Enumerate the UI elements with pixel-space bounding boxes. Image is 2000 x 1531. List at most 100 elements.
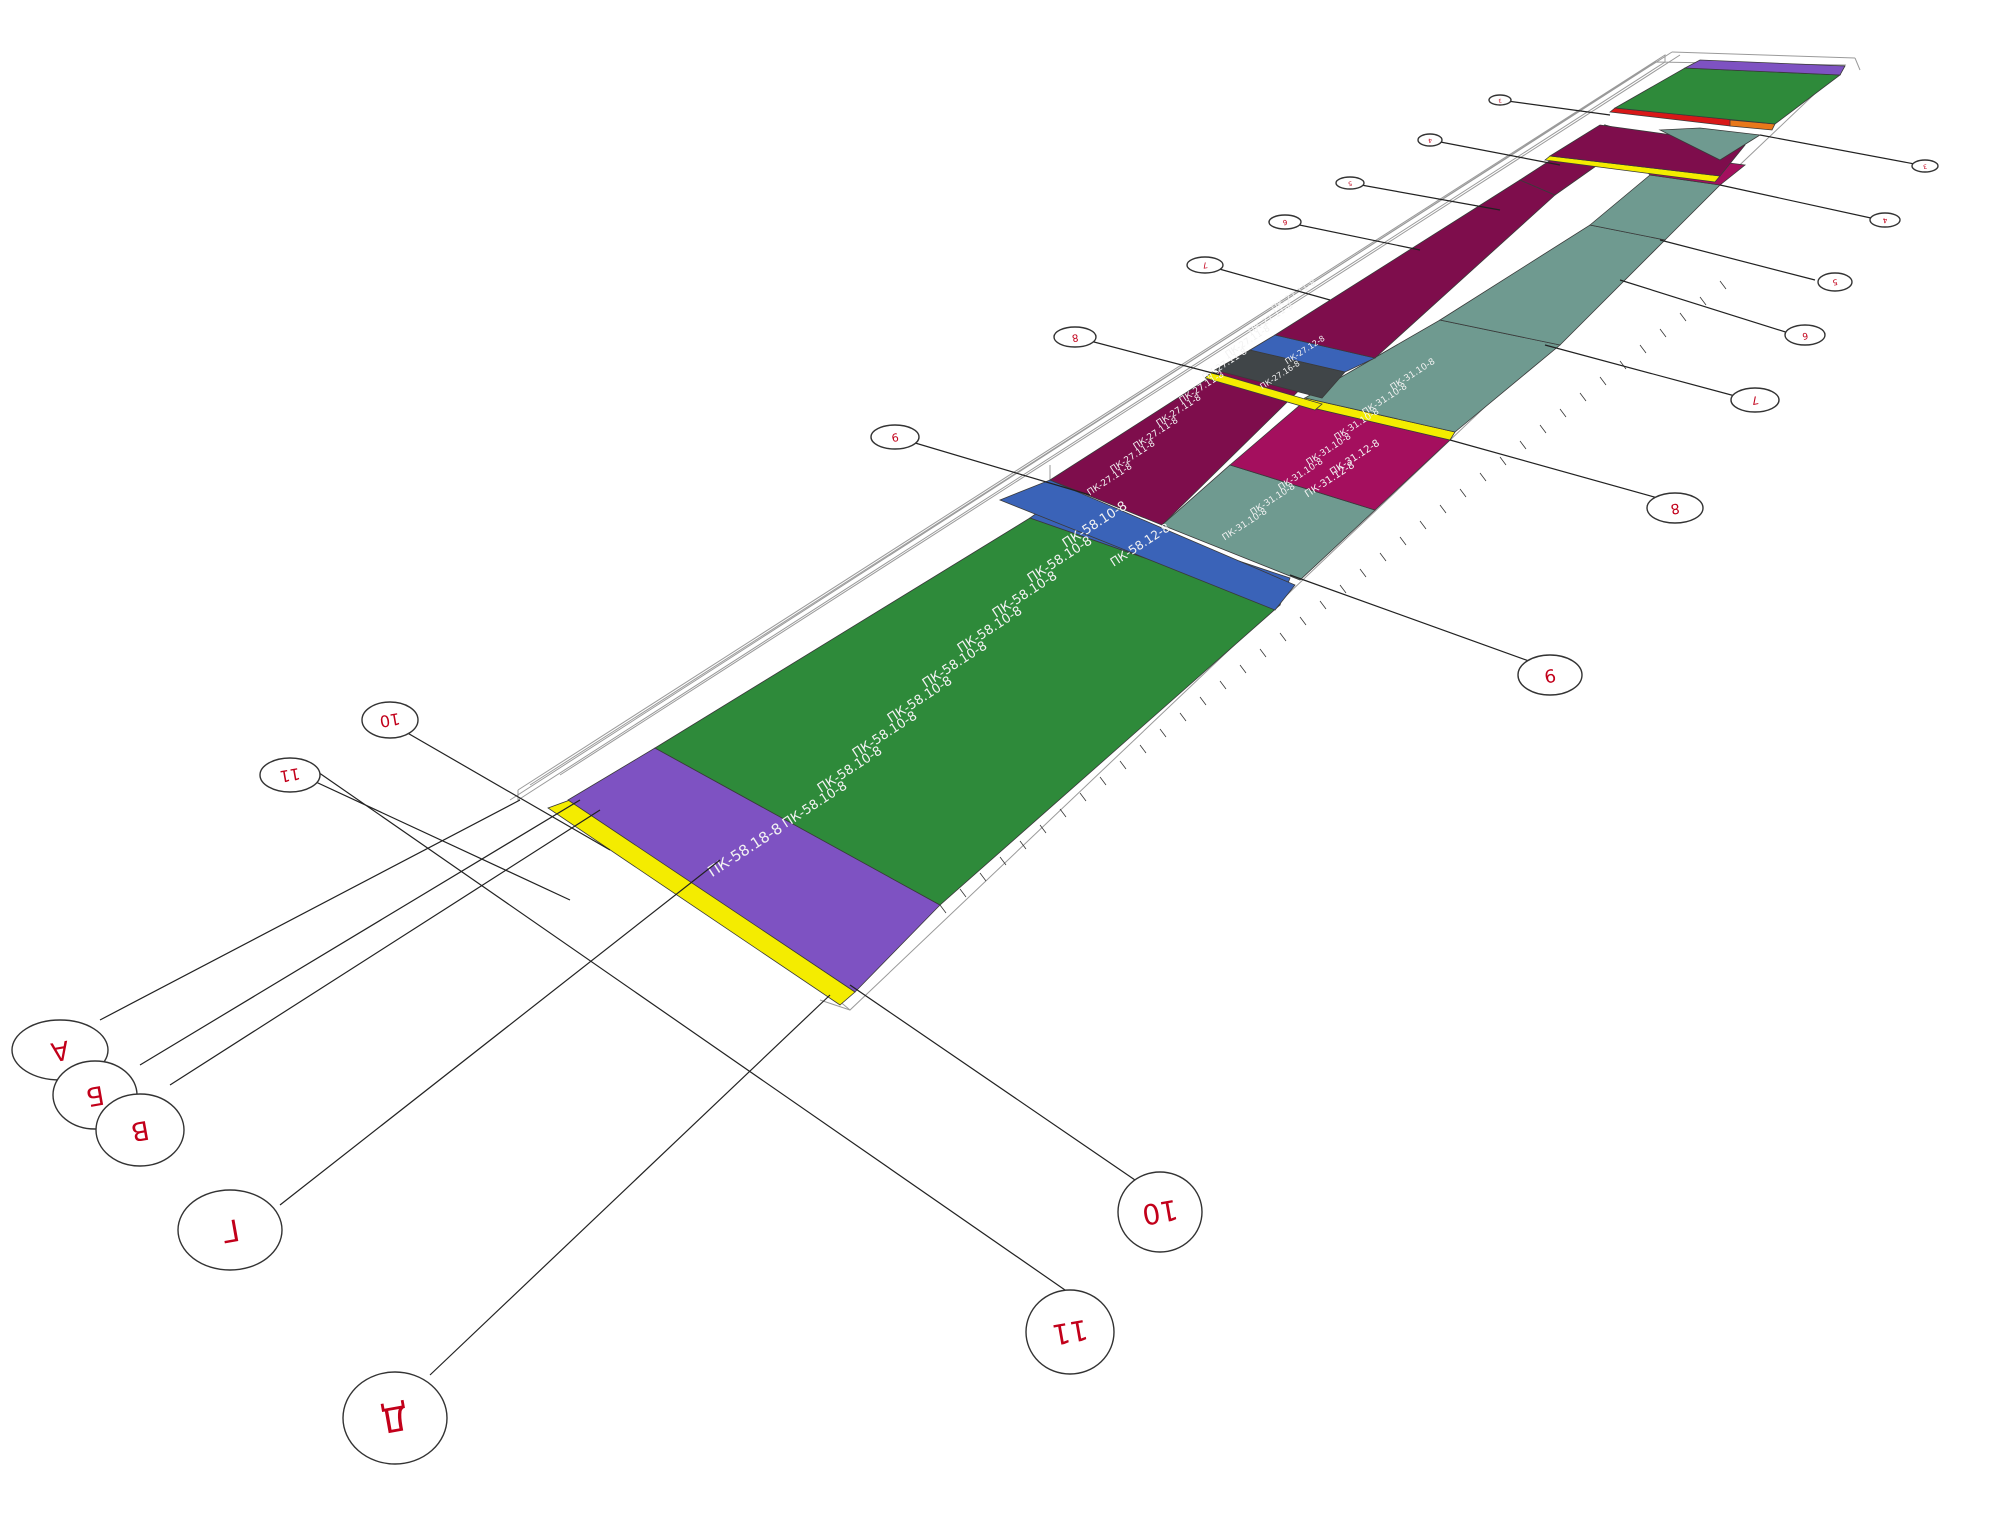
edge-ticks [939, 280, 1727, 914]
axis-bubble-outline [1053, 326, 1097, 348]
axis-bubble-11-top: 11 [259, 757, 321, 793]
edge-tick [1199, 696, 1207, 706]
axis-bubble-4-right: 4 [1869, 212, 1901, 228]
axis-bubble-label: 7 [1750, 393, 1759, 407]
edge-tick [1299, 616, 1307, 626]
axis-bubble-label: 11 [278, 764, 301, 786]
edge-tick [1279, 632, 1287, 642]
purple-far [1683, 59, 1846, 76]
axis-bubble-3-right: 3 [1911, 159, 1939, 173]
axis-bubble-label: 5 [1832, 277, 1839, 287]
axis-bubble-6-right: 6 [1784, 324, 1826, 346]
axis-bubble-9-left: 9 [870, 424, 920, 450]
axis-bubble-7-left: 7 [1186, 256, 1224, 274]
slab-front-section [547, 479, 1296, 1006]
axis-bubble-outline [342, 1371, 448, 1465]
axis-bubble-5-left: 5 [1335, 176, 1365, 190]
edge-tick [1099, 776, 1107, 786]
axis-bubble-g: Г [177, 1189, 283, 1271]
axis-bubble-outline [1730, 387, 1780, 413]
axis-bubble-label: 3 [1922, 162, 1927, 170]
edge-tick [999, 856, 1007, 866]
axis-bubble-label: 6 [1282, 218, 1288, 227]
edge-tick [1159, 728, 1167, 738]
edge-tick [1239, 664, 1247, 674]
axis-bubble-label: 9 [890, 430, 899, 444]
axis-bubble-label: 8 [1669, 499, 1681, 516]
axis-bubble-label: 11 [1050, 1313, 1091, 1352]
axis-bubble-label: 4 [1882, 216, 1888, 225]
edge-tick [1579, 392, 1587, 402]
slab-far-section [1544, 59, 1846, 183]
axis-bubble-outline [1517, 654, 1583, 696]
edge-tick [1499, 456, 1507, 466]
yellow-strip-left [1204, 371, 1323, 411]
edge-tick [1359, 568, 1367, 578]
axis-bubble-7-right: 7 [1730, 387, 1780, 413]
axis-bubble-9-right: 9 [1517, 654, 1583, 696]
axis-bubble-outline [95, 1093, 185, 1167]
axis-bubble-label: 8 [1071, 331, 1079, 343]
edge-tick [1439, 504, 1447, 514]
edge-tick [959, 888, 967, 898]
axis-bubble-6-left: 6 [1268, 214, 1302, 230]
axis-bubble-outline [1817, 272, 1853, 292]
axis-bubble-label: 6 [1801, 330, 1809, 341]
axis-bubble-outline [1911, 159, 1939, 173]
axis-bubble-4-left: 4 [1417, 133, 1443, 147]
edge-tick [1599, 376, 1607, 386]
edge-tick [1059, 808, 1067, 818]
edge-tick [1139, 744, 1147, 754]
edge-tick [1619, 360, 1627, 370]
edge-tick [1659, 328, 1667, 338]
axis-bubble-5-right: 5 [1817, 272, 1853, 292]
axis-bubble-label: 4 [1427, 136, 1432, 144]
axis-bubble-outline [1488, 94, 1512, 106]
edge-tick [1079, 792, 1087, 802]
edge-tick [1459, 488, 1467, 498]
axis-bubble-outline [177, 1189, 283, 1271]
axis-bubble-outline [259, 757, 321, 793]
axis-bubble-outline [1646, 492, 1704, 524]
axis-bubble-label: 9 [1543, 664, 1558, 687]
axis-bubble-3-left: 3 [1488, 94, 1512, 106]
edge-tick [1419, 520, 1427, 530]
axis-bubble-outline [1869, 212, 1901, 228]
edge-tick [1179, 712, 1187, 722]
axis-bubble-outline [1117, 1171, 1203, 1253]
axis-bubble-10-top: 10 [361, 701, 419, 739]
axis-bubble-label: 10 [378, 709, 401, 731]
edge-tick [1539, 424, 1547, 434]
axis-bubble-8-right: 8 [1646, 492, 1704, 524]
edge-tick [1379, 552, 1387, 562]
edge-tick [1399, 536, 1407, 546]
edge-tick [1039, 824, 1047, 834]
edge-tick [979, 872, 987, 882]
axis-bubble-label: 7 [1202, 260, 1209, 270]
axis-bubble-label: 10 [1140, 1193, 1181, 1232]
edge-tick [1719, 280, 1727, 290]
axis-bubble-10-bottom: 10 [1117, 1171, 1203, 1253]
edge-tick [1679, 312, 1687, 322]
edge-tick [1019, 840, 1027, 850]
edge-tick [1259, 648, 1267, 658]
axis-bubble-label: А [48, 1034, 71, 1067]
axis-bubble-v: В [95, 1093, 185, 1167]
axis-bubble-11-bottom: 11 [1025, 1289, 1115, 1375]
axis-bubble-outline [1025, 1289, 1115, 1375]
edge-tick [1319, 600, 1327, 610]
axis-bubble-outline [870, 424, 920, 450]
edge-tick [1699, 296, 1707, 306]
edge-tick [1219, 680, 1227, 690]
axis-bubble-label: 3 [1498, 97, 1502, 103]
axis-bubble-8-left: 8 [1053, 326, 1097, 348]
axis-bubble-outline [1335, 176, 1365, 190]
edge-tick [1119, 760, 1127, 770]
slab-middle-section [1049, 124, 1746, 581]
axis-bubble-outline [1186, 256, 1224, 274]
magenta-far [1548, 124, 1746, 177]
blue-row-top [998, 479, 1296, 611]
axis-bubble-label: В [129, 1114, 152, 1147]
